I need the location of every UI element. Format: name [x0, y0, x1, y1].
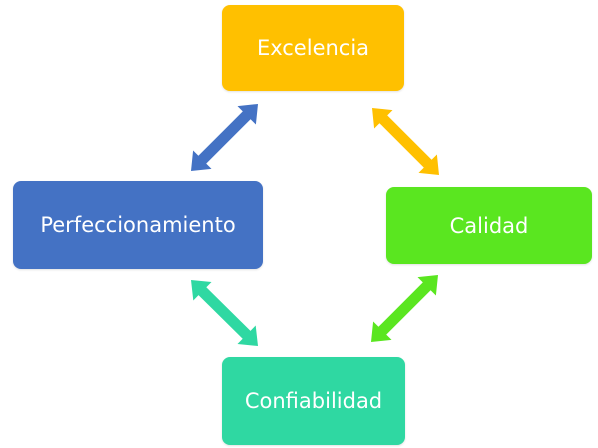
- node-perfeccionamiento: Perfeccionamiento: [13, 181, 263, 269]
- node-excelencia-label: Excelencia: [256, 36, 370, 60]
- node-excelencia: Excelencia: [222, 5, 404, 91]
- node-calidad-label: Calidad: [449, 213, 529, 238]
- arrow-perfeccionamiento-confiabilidad: [191, 280, 258, 346]
- arrow-calidad-confiabilidad: [371, 275, 438, 342]
- node-confiabilidad: Confiabilidad: [222, 357, 405, 445]
- arrow-excelencia-perfeccionamiento: [191, 104, 258, 171]
- node-confiabilidad-label: Confiabilidad: [244, 389, 383, 413]
- node-perfeccionamiento-label: Perfeccionamiento: [40, 213, 236, 237]
- node-calidad: Calidad: [386, 187, 592, 264]
- arrow-excelencia-calidad: [372, 108, 439, 175]
